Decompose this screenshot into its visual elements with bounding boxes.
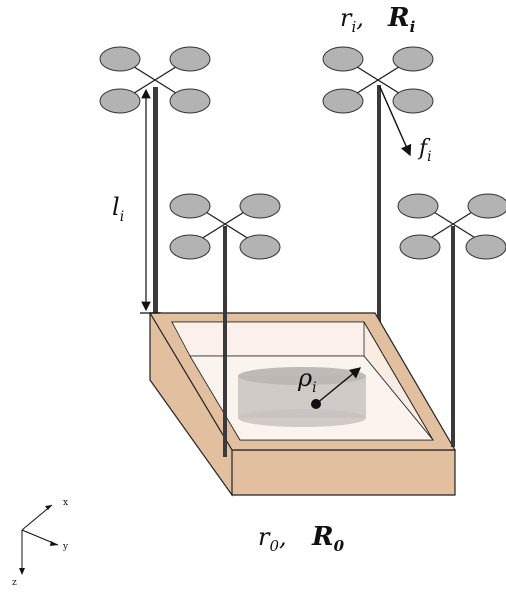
cable-front-right [451, 226, 455, 447]
quadrotor-icon [322, 46, 434, 114]
axis-z-label: z [12, 578, 17, 588]
quadrotor-icon [397, 193, 506, 260]
drone-rotation-label: Ri [387, 3, 416, 36]
force-vector [379, 86, 412, 157]
cable-back-right [377, 85, 381, 325]
payload-cylinder [238, 367, 366, 427]
cable-front-left [223, 226, 227, 457]
drone-position-label: ri, [340, 4, 364, 36]
center-of-mass-point [311, 399, 321, 409]
offset-vector [311, 367, 362, 409]
offset-label: ρi [297, 364, 317, 396]
axis-y-label: y [62, 542, 69, 552]
cable-length-dimension [140, 88, 160, 314]
cable-length-label: li [112, 193, 124, 225]
axis-x-label: x [63, 498, 68, 508]
payload-rotation-label: R0 [311, 522, 345, 555]
quadrotor-icon [169, 193, 281, 260]
payload-position-label: r0, [258, 523, 287, 555]
force-label: fi [417, 136, 432, 165]
quadrotor-icon [99, 46, 211, 114]
cable-back-left [153, 87, 158, 380]
coordinate-frame: x y z [12, 498, 69, 588]
